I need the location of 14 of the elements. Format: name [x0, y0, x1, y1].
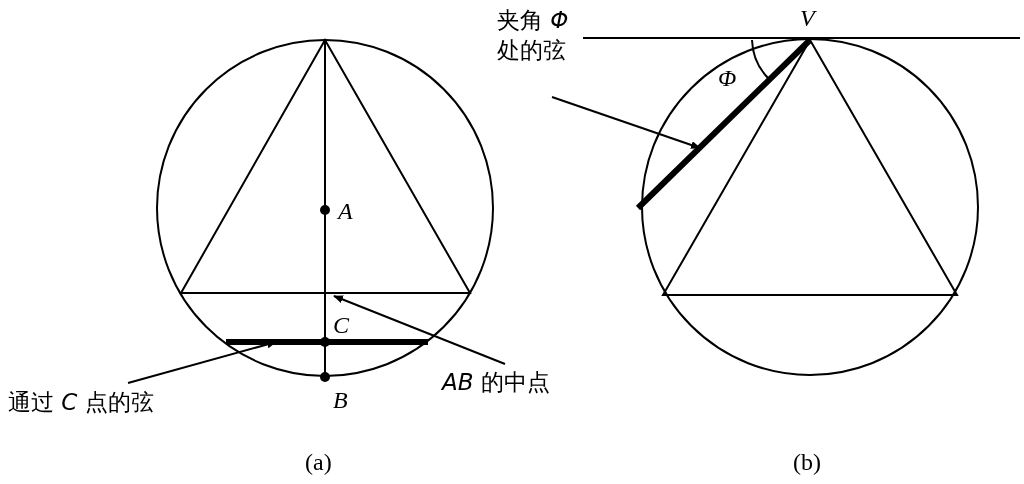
annotation-text: 通过 C 点的弦: [8, 388, 154, 418]
angle-label: Φ: [718, 66, 737, 90]
annotation-text: AB 的中点: [442, 368, 550, 398]
leader-arrow: [333, 295, 506, 365]
point-label: B: [333, 388, 348, 412]
thick-chord: [635, 37, 813, 211]
panel-label: (a): [305, 450, 332, 474]
annotation-text: 夹角 Φ 处的弦: [497, 6, 597, 66]
thick-chord: [226, 339, 428, 345]
point-label: V: [800, 6, 815, 30]
point-label: A: [338, 199, 353, 223]
point-label: C: [333, 313, 349, 337]
leader-arrow: [551, 96, 701, 149]
panel-label: (b): [793, 450, 821, 474]
